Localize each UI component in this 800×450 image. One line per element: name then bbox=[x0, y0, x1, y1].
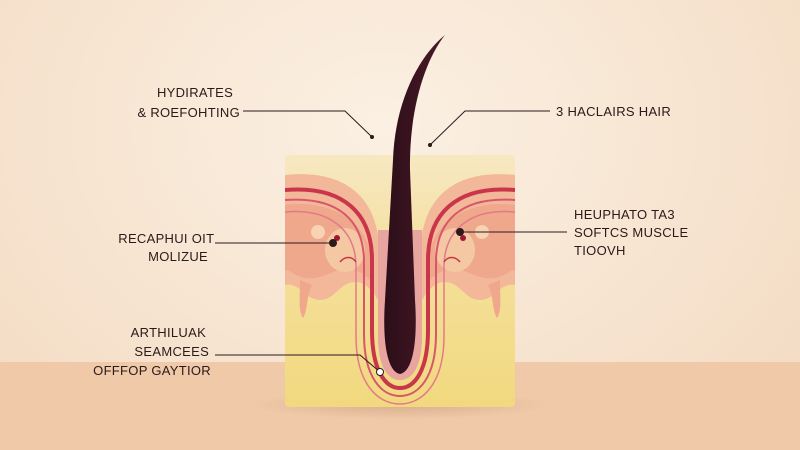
label-mid-left: RECAPHUI OIT MOLIZUE bbox=[118, 231, 218, 264]
leader-top-right bbox=[429, 110, 550, 146]
follicle-sheath bbox=[285, 187, 515, 391]
label-mid-right: HEUPHATO TA3 SOFTCS MUSCLE TIOOVH bbox=[574, 207, 692, 258]
label-top-left: HYDIRATES & ROEFOHTING bbox=[137, 85, 240, 120]
hair-shaft bbox=[384, 35, 445, 374]
label-top-right: 3 HACLAIRS HAIR bbox=[556, 104, 671, 119]
label-bottom-left: ARTHILUAK SEAMCEES OFFFOP GAYTIOR bbox=[93, 325, 213, 378]
leader-top-left bbox=[243, 110, 373, 138]
leader-bottom-left bbox=[215, 354, 381, 373]
